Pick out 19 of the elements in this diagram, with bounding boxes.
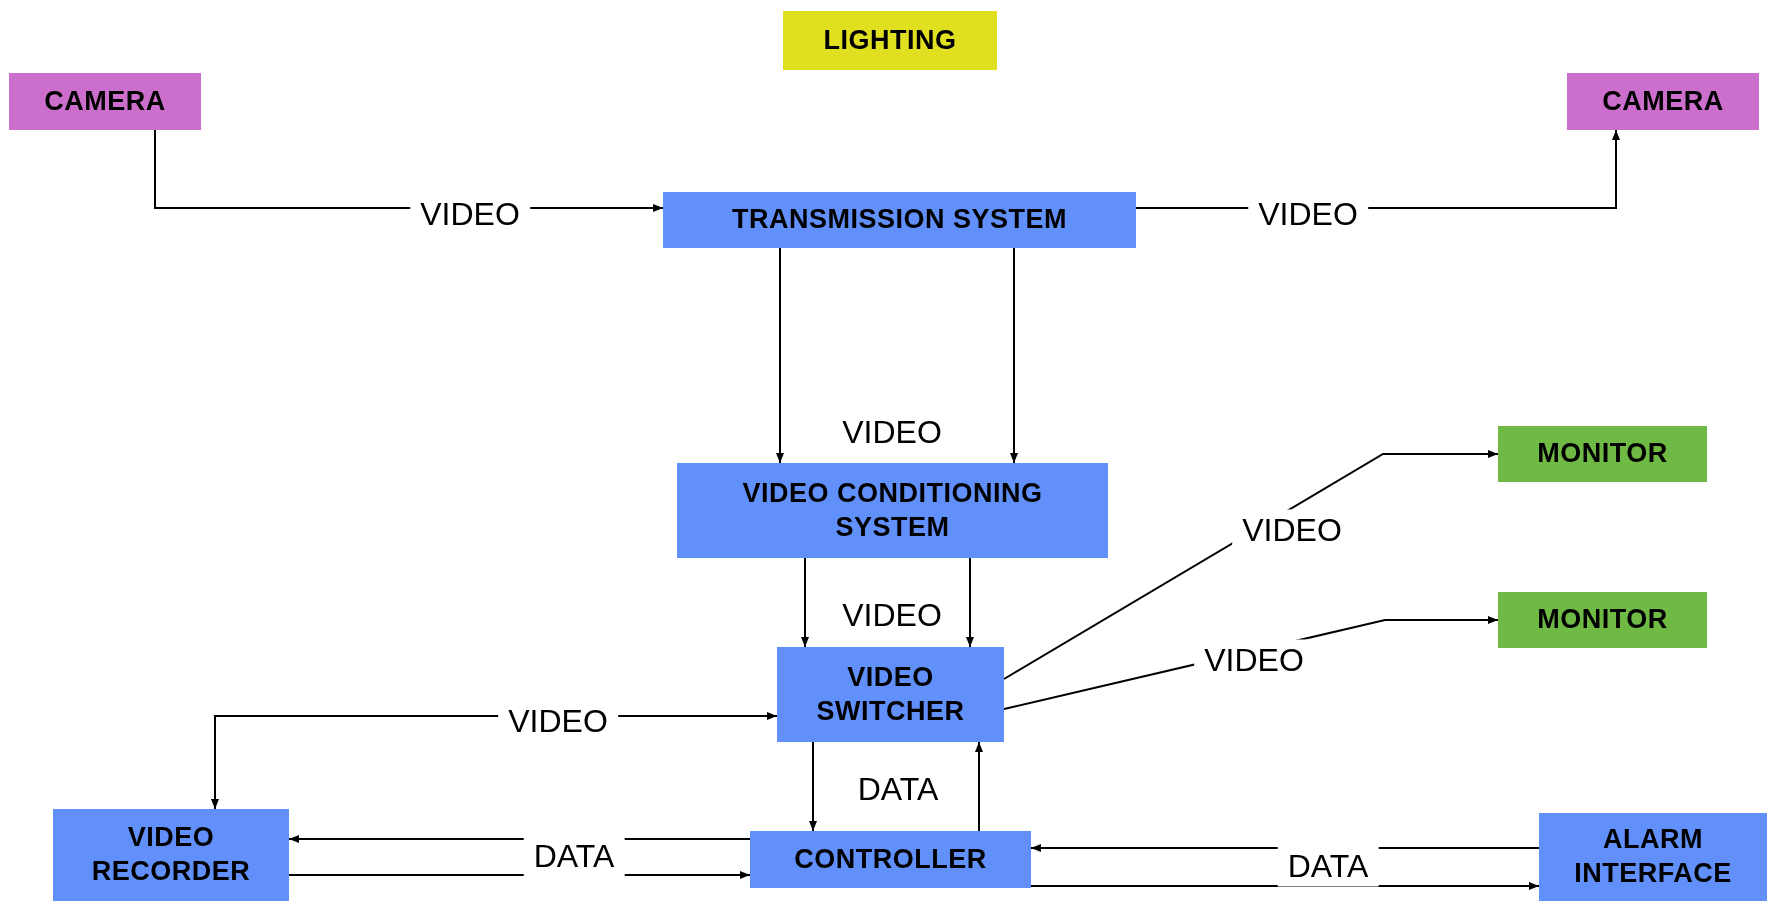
process-box: VIDEO RECORDER xyxy=(53,809,289,901)
process-box: CONTROLLER xyxy=(750,831,1031,888)
camera-box: CAMERA xyxy=(9,73,201,130)
lighting-box: LIGHTING xyxy=(783,11,997,70)
edge-label: DATA xyxy=(1277,845,1379,887)
arrow xyxy=(975,741,983,832)
monitor-box: MONITOR xyxy=(1498,592,1707,648)
arrow xyxy=(1010,247,1018,464)
process-box: VIDEO SWITCHER xyxy=(777,647,1004,742)
process-box: ALARM INTERFACE xyxy=(1539,813,1767,901)
camera-box: CAMERA xyxy=(1567,73,1759,130)
arrow xyxy=(776,247,784,464)
process-box: TRANSMISSION SYSTEM xyxy=(663,192,1136,248)
monitor-box: MONITOR xyxy=(1498,426,1707,482)
arrow xyxy=(966,557,974,648)
arrow xyxy=(801,557,809,648)
edge-label: DATA xyxy=(523,835,625,877)
arrow xyxy=(809,741,817,832)
process-box: VIDEO CONDITIONING SYSTEM xyxy=(677,463,1108,558)
